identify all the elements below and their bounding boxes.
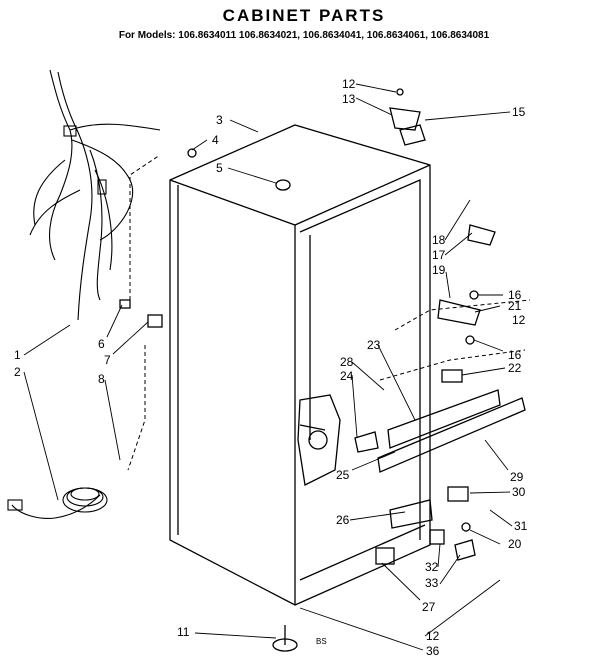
- evaporator-bracket: [297, 394, 341, 486]
- callout-29: 29: [510, 470, 524, 484]
- callout-33: 33: [425, 576, 439, 590]
- callout-21: 21: [508, 299, 522, 313]
- callout-4: 4: [212, 133, 219, 147]
- page-title: CABINET PARTS: [222, 6, 386, 25]
- callout-11: 11: [177, 625, 190, 639]
- models-line: For Models: 106.8634011 106.8634021, 106…: [118, 30, 490, 41]
- footer-mark: BS: [316, 637, 327, 646]
- callout-28: 28: [340, 355, 354, 369]
- callout-5: 5: [216, 161, 223, 175]
- callout-labels: 1 2 3 4 5 6 7 8 11 12 13 15 16 17 18 19 …: [14, 77, 528, 658]
- callout-32: 32: [425, 560, 439, 574]
- leader-lines: [23, 83, 513, 651]
- callout-17: 17: [432, 248, 446, 262]
- callout-12-bottom: 12: [426, 629, 440, 643]
- callout-3: 3: [216, 113, 223, 127]
- callout-15: 15: [512, 105, 526, 119]
- callout-26: 26: [336, 513, 350, 527]
- callout-16-a: 16: [508, 288, 522, 302]
- wiring-harness: [29, 69, 161, 321]
- callout-18: 18: [432, 233, 446, 247]
- callout-2: 2: [14, 365, 21, 379]
- cabinet-body: [169, 124, 431, 606]
- callout-6: 6: [98, 337, 105, 351]
- callout-19: 19: [432, 263, 446, 277]
- callout-22: 22: [508, 361, 522, 375]
- callout-13: 13: [342, 92, 356, 106]
- callout-12-top: 12: [342, 77, 356, 91]
- callout-23: 23: [367, 338, 381, 352]
- callout-27: 27: [422, 600, 436, 614]
- callout-31: 31: [514, 519, 528, 533]
- power-cord: [7, 487, 108, 519]
- rail-parts: [354, 389, 526, 565]
- callout-20: 20: [508, 537, 522, 551]
- callout-1: 1: [14, 348, 21, 362]
- hinge-assembly: [389, 107, 496, 383]
- fasteners: [119, 88, 479, 652]
- dashed-guides: [127, 154, 531, 471]
- callout-24: 24: [340, 369, 354, 383]
- callout-8: 8: [98, 372, 105, 386]
- callout-16-b: 16: [508, 348, 522, 362]
- callout-7: 7: [104, 353, 111, 367]
- callout-36: 36: [426, 644, 440, 658]
- callout-25: 25: [336, 468, 350, 482]
- callout-30: 30: [512, 485, 526, 499]
- callout-12-mid: 12: [512, 313, 526, 327]
